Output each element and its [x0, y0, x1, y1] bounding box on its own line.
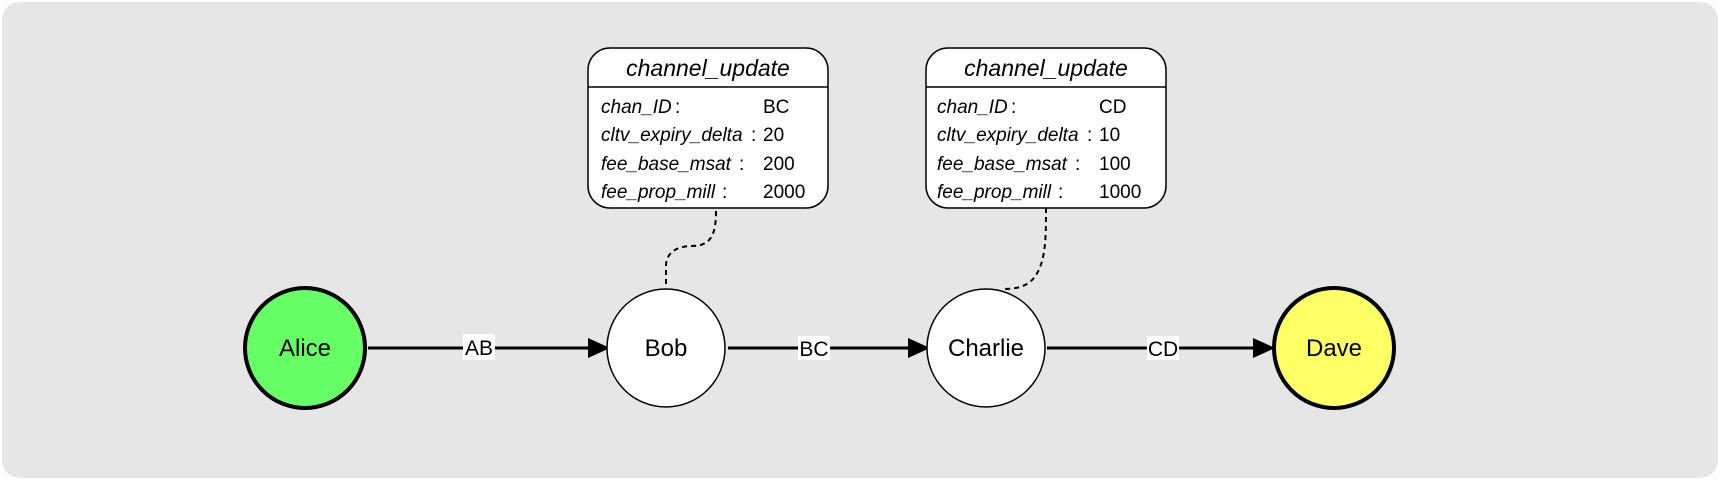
field-colon: : [722, 182, 727, 203]
field-value: 10 [1099, 125, 1120, 146]
field-value: 20 [763, 125, 784, 146]
edge-ab-label-bg [463, 334, 495, 360]
update-card-bc: channel_update chan_ID : BC cltv_expiry_… [587, 47, 829, 209]
update-card-bc-box [587, 47, 829, 209]
node-dave: Dave [1272, 286, 1396, 410]
field-name: fee_prop_mill [601, 182, 716, 203]
field-value: BC [763, 97, 789, 118]
edge-bc: BC [728, 336, 930, 361]
field-colon: : [1075, 154, 1080, 175]
node-charlie: Charlie [926, 288, 1046, 408]
field-colon: : [1087, 125, 1092, 146]
update-card-cd-box [925, 47, 1167, 209]
node-bob-circle [606, 288, 726, 408]
field-name: fee_base_msat [937, 154, 1068, 175]
edges: AB BC CD [368, 334, 1275, 361]
field-name: chan_ID [601, 97, 672, 118]
field-name: cltv_expiry_delta [937, 125, 1079, 146]
node-bob-label: Bob [645, 335, 688, 362]
edge-ab: AB [368, 334, 610, 360]
field-name: cltv_expiry_delta [601, 125, 743, 146]
node-alice-circle [243, 286, 367, 410]
edge-cd: CD [1047, 336, 1275, 361]
field-colon: : [1011, 97, 1016, 118]
field-value: 2000 [763, 182, 805, 203]
node-alice-label: Alice [279, 335, 331, 362]
node-dave-label: Dave [1306, 335, 1362, 362]
field-value: 1000 [1099, 182, 1141, 203]
update-card-cd: channel_update chan_ID : CD cltv_expiry_… [925, 47, 1167, 209]
diagram-background-panel [2, 2, 1718, 478]
edge-bc-label-bg [798, 336, 830, 360]
node-charlie-label: Charlie [948, 335, 1024, 362]
node-dave-circle [1272, 286, 1396, 410]
field-colon: : [739, 154, 744, 175]
field-value: 200 [763, 154, 795, 175]
update-card-bc-title: channel_update [626, 55, 790, 81]
edge-ab-label: AB [465, 337, 493, 360]
field-name: chan_ID [937, 97, 1008, 118]
field-name: fee_prop_mill [937, 182, 1052, 203]
field-colon: : [1058, 182, 1063, 203]
node-bob: Bob [606, 288, 726, 408]
edge-cd-label-bg [1147, 336, 1179, 360]
update-connectors [665, 207, 1047, 290]
node-charlie-circle [926, 288, 1046, 408]
bob-update-connector [665, 210, 717, 288]
nodes: Alice Bob Charlie Dave [243, 286, 1396, 410]
field-colon: : [751, 125, 756, 146]
field-colon: : [675, 97, 680, 118]
field-value: CD [1099, 97, 1126, 118]
node-alice: Alice [243, 286, 367, 410]
edge-cd-label: CD [1148, 338, 1178, 361]
edge-bc-label: BC [799, 338, 828, 361]
update-card-cd-title: channel_update [964, 55, 1128, 81]
field-name: fee_base_msat [601, 154, 732, 175]
field-value: 100 [1099, 154, 1131, 175]
